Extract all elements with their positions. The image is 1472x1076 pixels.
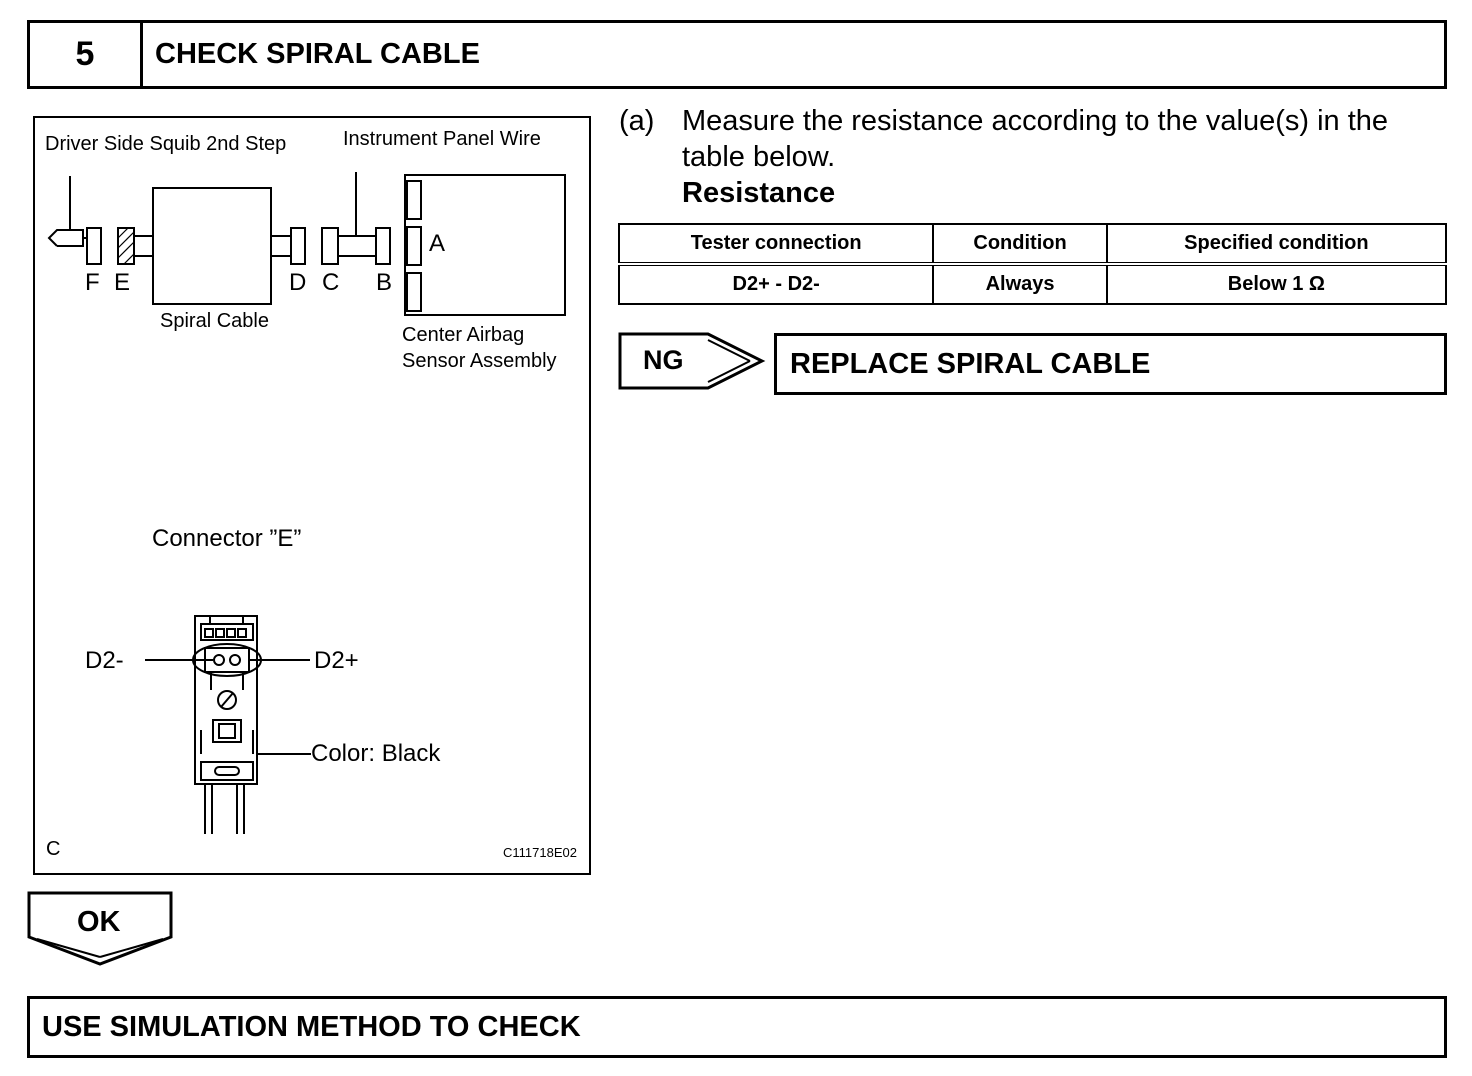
resistance-heading: Resistance: [682, 177, 836, 209]
ok-result-box: USE SIMULATION METHOD TO CHECK: [27, 996, 1447, 1058]
ok-label: OK: [77, 906, 121, 938]
step-title: CHECK SPIRAL CABLE: [155, 38, 480, 70]
ok-arrow-icon: [27, 891, 173, 966]
connector-f-label: F: [85, 269, 100, 296]
instruction-marker: (a): [619, 105, 655, 137]
center-airbag-label-line1: Center Airbag: [402, 324, 525, 346]
figure-code: C111718E02: [503, 845, 577, 860]
driver-side-squib-label: Driver Side Squib 2nd Step: [45, 133, 287, 155]
wiring-illustration: Driver Side Squib 2nd Step Instrument Pa…: [33, 116, 591, 875]
table-header: Specified condition: [1105, 223, 1448, 266]
connector-a-label: A: [429, 230, 446, 257]
table-cell: Always: [932, 263, 1108, 305]
step-header: 5 CHECK SPIRAL CABLE: [27, 20, 1447, 89]
table-header-row: Tester connection Condition Specified co…: [617, 223, 1448, 266]
ng-result-box: REPLACE SPIRAL CABLE: [774, 333, 1447, 395]
terminal-d2-minus-label: D2-: [85, 647, 124, 674]
connector-e-label: E: [114, 269, 131, 296]
table-cell: D2+ - D2-: [617, 263, 935, 305]
ng-arrow-icon: [618, 332, 766, 390]
spiral-cable-label: Spiral Cable: [160, 310, 269, 332]
color-note-label: Color: Black: [311, 740, 441, 767]
step-number: 5: [30, 23, 143, 86]
table-cell: Below 1 Ω: [1105, 263, 1448, 305]
connector-d-label: D: [289, 269, 307, 296]
terminal-d2-plus-label: D2+: [314, 647, 359, 674]
ng-label: NG: [643, 345, 684, 375]
table-header: Tester connection: [617, 223, 935, 266]
table-header: Condition: [932, 223, 1108, 266]
corner-mark: C: [46, 838, 61, 860]
instrument-panel-wire-label: Instrument Panel Wire: [343, 128, 541, 150]
connector-e-title: Connector ”E”: [152, 525, 302, 552]
table-row: D2+ - D2- Always Below 1 Ω: [617, 263, 1448, 305]
instruction-text: Measure the resistance according to the …: [682, 105, 1389, 173]
wiring-diagram: [47, 172, 566, 834]
connector-c-label: C: [322, 269, 340, 296]
connector-b-label: B: [376, 269, 393, 296]
center-airbag-label-line2: Sensor Assembly: [402, 350, 557, 372]
resistance-table: Tester connection Condition Specified co…: [617, 223, 1448, 305]
